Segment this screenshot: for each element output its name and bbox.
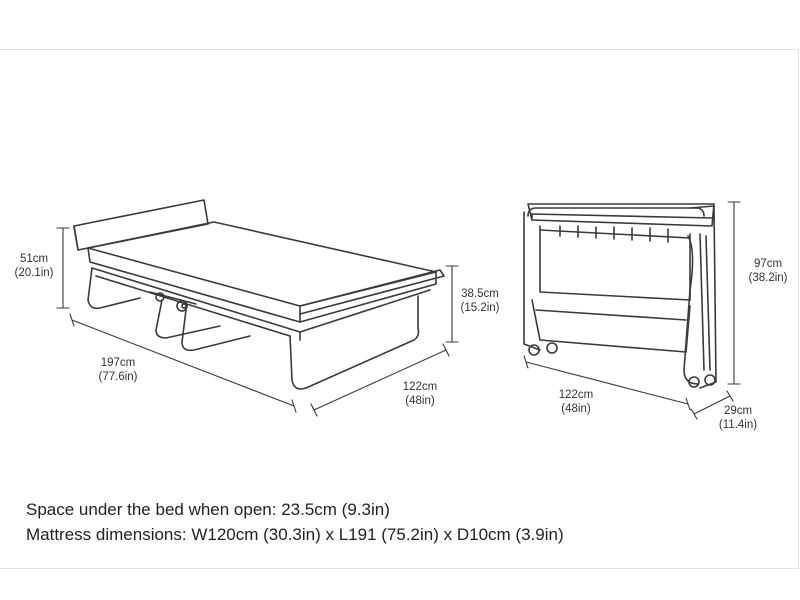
open-bed-frame-height-label: 38.5cm (15.2in) (452, 287, 508, 315)
folded-bed-height-label: 97cm (38.2in) (740, 257, 796, 285)
open-bed-height-cm: 51cm (19, 253, 49, 265)
open-bed-length-in: (77.6in) (98, 371, 138, 383)
folded-bed-illustration (523, 203, 717, 389)
open-bed-width-label: 122cm (48in) (390, 380, 450, 408)
open-bed-frame-height-cm: 38.5cm (461, 288, 499, 300)
open-bed-width-in: (48in) (405, 395, 435, 407)
folded-bed-depth-cm: 29cm (723, 405, 753, 417)
diagram-frame (0, 49, 799, 569)
space-under-note: Space under the bed when open: 23.5cm (9… (26, 500, 390, 519)
open-bed-dimension-lines (56, 227, 459, 417)
open-bed-length-cm: 197cm (100, 357, 136, 369)
open-bed-frame-height-in: (15.2in) (460, 302, 500, 314)
open-bed-width-cm: 122cm (402, 381, 438, 393)
open-bed-height-label: 51cm (20.1in) (6, 252, 62, 280)
open-bed-length-label: 197cm (77.6in) (88, 356, 148, 384)
folded-bed-dimension-lines (523, 201, 741, 420)
mattress-dimensions-note: Mattress dimensions: W120cm (30.3in) x L… (26, 525, 564, 544)
folded-bed-depth-label: 29cm (11.4in) (710, 404, 766, 432)
folded-bed-height-cm: 97cm (753, 258, 783, 270)
open-bed-height-in: (20.1in) (14, 267, 54, 279)
folded-bed-depth-in: (11.4in) (718, 419, 758, 431)
folded-bed-width-cm: 122cm (558, 389, 594, 401)
folded-bed-width-label: 122cm (48in) (546, 388, 606, 416)
open-bed-illustration (73, 199, 445, 390)
folded-bed-width-in: (48in) (561, 403, 591, 415)
folded-bed-height-in: (38.2in) (748, 272, 788, 284)
